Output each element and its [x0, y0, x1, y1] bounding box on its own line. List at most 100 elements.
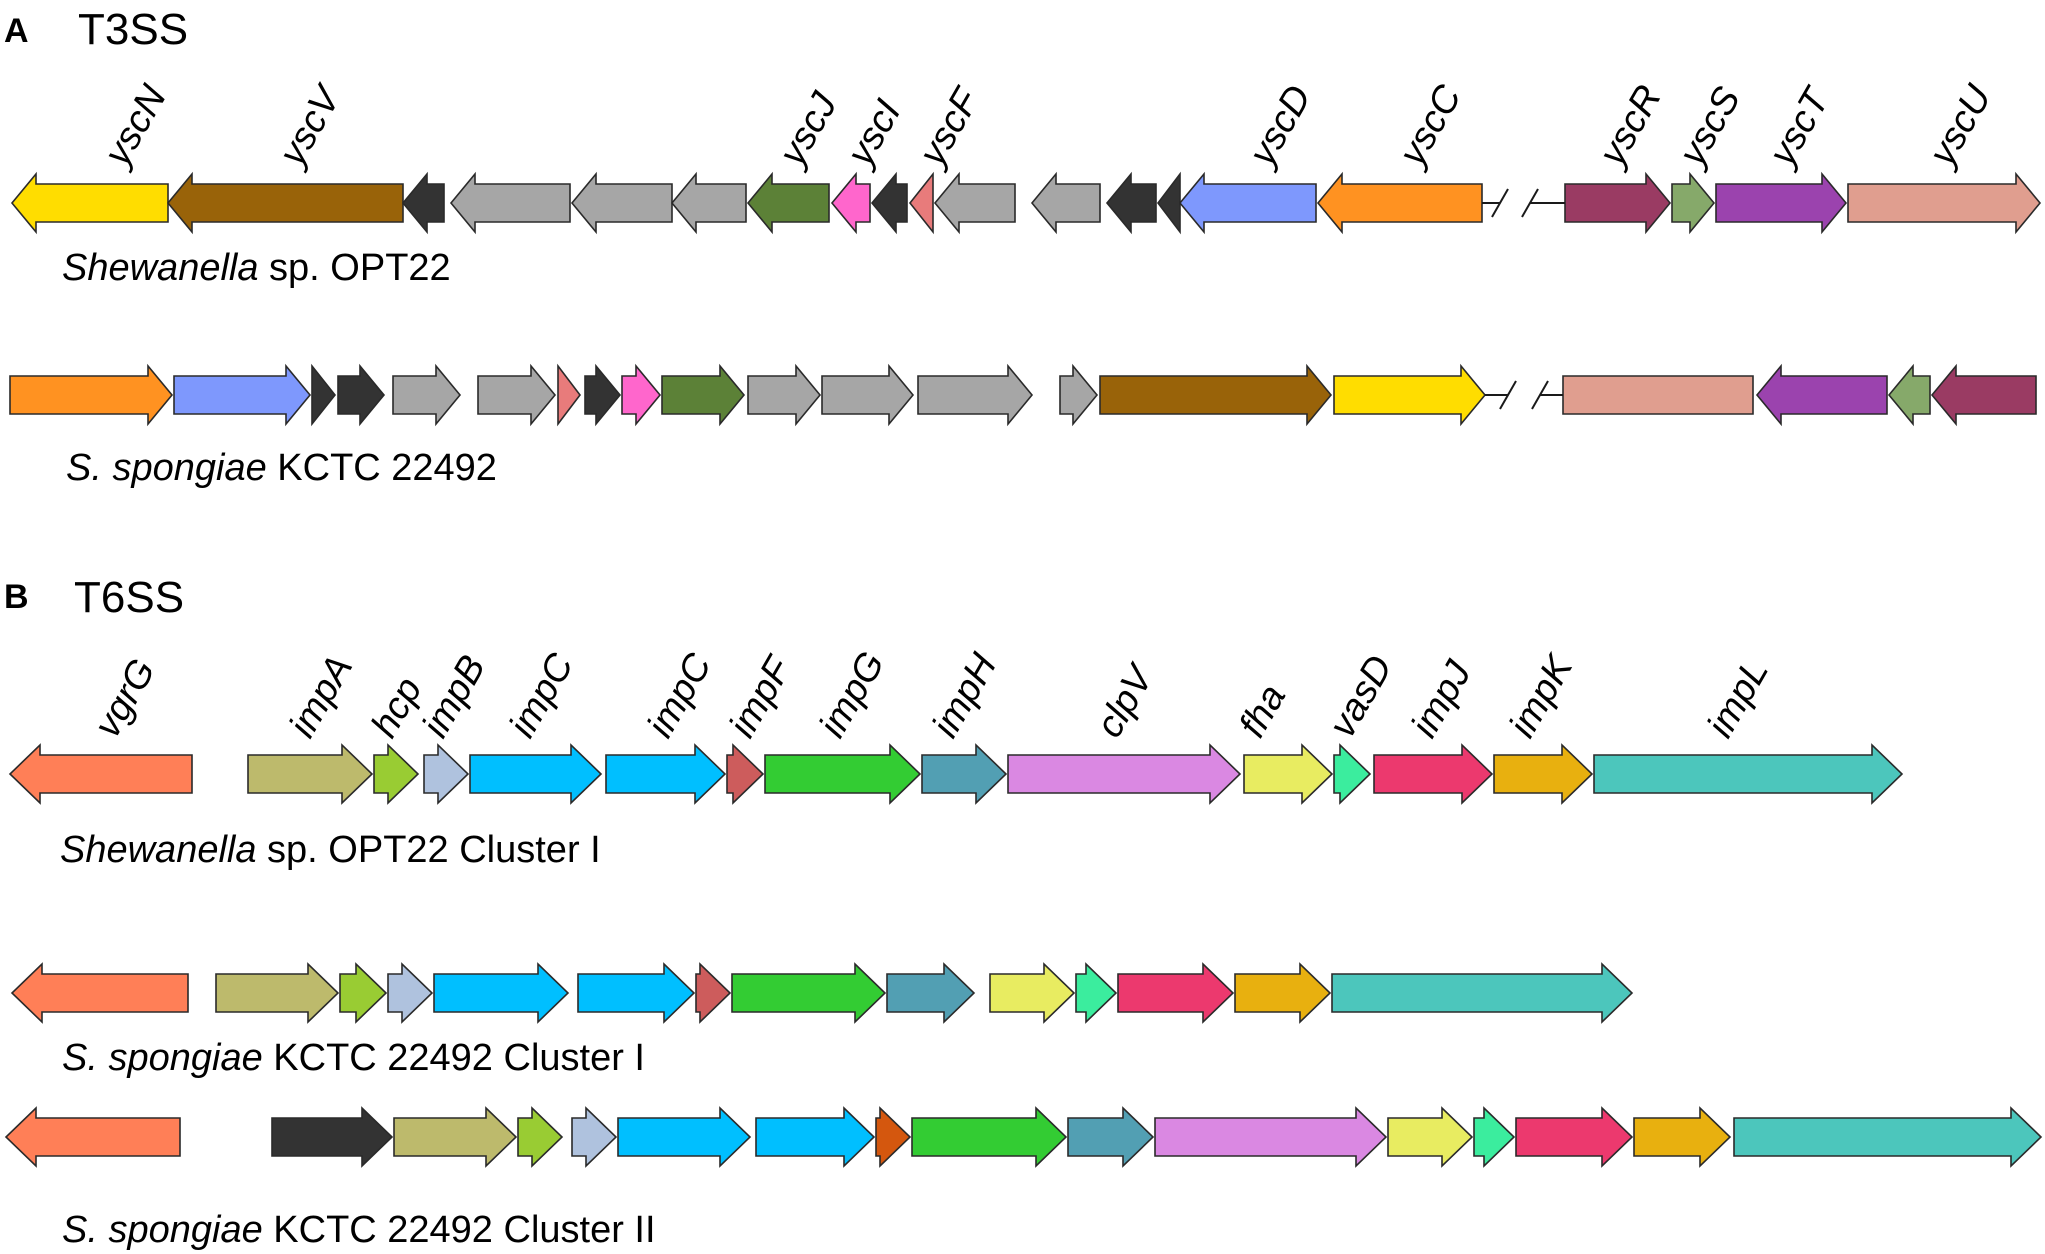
- t6-track1-gene-impG-8: [764, 743, 922, 805]
- gene-label-yscT: yscT: [1760, 80, 1839, 175]
- gene-label-yscI: yscI: [838, 93, 910, 175]
- t3-track1-gene-yscJ-7: [746, 171, 830, 235]
- gene-label-yscN: yscN: [95, 78, 175, 175]
- gene-label-hcp: hcp: [363, 670, 430, 744]
- track-label-t3-opt22: Shewanella sp. OPT22: [62, 247, 451, 289]
- gene-label-yscF: yscF: [910, 80, 989, 175]
- t3-track1-gene-grey-5: [570, 171, 673, 235]
- t6-track3-gene-impC-6: [617, 1106, 752, 1168]
- t3-track2-gene-yscD-2: [173, 363, 312, 427]
- t3-track1-gene-grey-6: [670, 171, 747, 235]
- track-label-t6-spongiae-c2-species: S. spongiae: [62, 1209, 263, 1251]
- track-label-t3-opt22-species: Shewanella: [62, 247, 258, 289]
- t3-track1-gene-grey-11: [933, 171, 1016, 235]
- t6-track1-gene-vasD-12: [1333, 743, 1372, 805]
- t6-track2-gene-impL-14: [1331, 962, 1634, 1024]
- t6-track1-gene-impA-2: [247, 743, 374, 805]
- t6-track1-gene-impF-7: [726, 743, 765, 805]
- t6-track2-gene-hcp-3: [339, 962, 388, 1024]
- t6-track3-gene-clpV-11: [1154, 1106, 1388, 1168]
- track-label-t3-spongiae: S. spongiae KCTC 22492: [66, 447, 497, 489]
- t3-track1-gene-yscF-10: [908, 171, 934, 235]
- t6-track3-gene-impK-15: [1633, 1106, 1732, 1168]
- t3-track2-gene-yscN-16: [1333, 363, 1487, 427]
- t3-track1-gene-yscI-8: [830, 171, 871, 235]
- track-label-t6-spongiae-c1-rest: KCTC 22492 Cluster I: [263, 1037, 645, 1079]
- t3-track2-gene-grey-11: [747, 363, 822, 427]
- t6-track1-gene-impB-4: [423, 743, 470, 805]
- panel-b-title: T6SS: [74, 573, 184, 622]
- t6-track2-gene-impK-13: [1234, 962, 1332, 1024]
- t3-track2-gene-yscR-20: [1930, 363, 2037, 427]
- t6ss-gene-labels: vgrG impA hcp impB impC impC impF impG i…: [86, 645, 1777, 745]
- t3-track1-gene-yscD-15: [1178, 171, 1317, 235]
- t6-track1-gene-impJ-13: [1373, 743, 1494, 805]
- gene-label-impA: impA: [281, 649, 361, 745]
- t6-track1-gene-vgrG-1: [8, 743, 193, 805]
- t3-track2-break-mark-2: [1531, 380, 1549, 410]
- t6-track3-gene-impG-9: [911, 1106, 1068, 1168]
- t6-track2-gene-impG-8: [731, 962, 887, 1024]
- track-label-t3-spongiae-species: S. spongiae: [66, 447, 267, 489]
- gene-label-yscC: yscC: [1390, 78, 1470, 175]
- gene-label-yscR: yscR: [1590, 78, 1670, 175]
- t6-track1-gene-fha-11: [1243, 743, 1334, 805]
- t6-track1-gene-clpV-10: [1007, 743, 1242, 805]
- t3-track2-gene-yscC-1: [9, 363, 174, 427]
- t6-track3-gene-hcp-4: [517, 1106, 564, 1168]
- t3-track2-gene-yscS-19: [1887, 363, 1931, 427]
- t6-track3-gene-impH-10: [1067, 1106, 1155, 1168]
- t6-track3-gene-impL-16: [1733, 1106, 2043, 1168]
- gene-label-vasD: vasD: [1321, 649, 1401, 745]
- gene-label-clpV: clpV: [1088, 656, 1163, 744]
- t3-track2-gene-yscF-7: [557, 363, 582, 427]
- t3-track2-gene-grey-12: [821, 363, 915, 427]
- t3ss-track-shewanella-opt22: [10, 171, 2042, 235]
- t3-track1-gene-dark-13: [1105, 171, 1157, 235]
- t3-track2-gene-yscT-18: [1755, 363, 1888, 427]
- t6-track3-gene-vgrG-1: [4, 1106, 181, 1168]
- track-label-t6-opt22-rest: sp. OPT22 Cluster I: [256, 829, 600, 871]
- t6-track2-gene-impC-6: [577, 962, 696, 1024]
- t3-track1-gene-yscS-18: [1671, 171, 1716, 235]
- t6-track3-gene-impB-5: [571, 1106, 618, 1168]
- t3ss-track-s-spongiae: [9, 363, 2037, 427]
- t6-track3-gene-fha-12: [1387, 1106, 1474, 1168]
- track-label-t6-spongiae-c1: S. spongiae KCTC 22492 Cluster I: [62, 1037, 645, 1079]
- t3-track2-gene-dark-4: [337, 363, 386, 427]
- t6-track1-gene-impC-5: [469, 743, 603, 805]
- t3-track2-gene-grey-5: [392, 363, 462, 427]
- t6-track1-gene-impK-14: [1493, 743, 1594, 805]
- t6-track1-gene-impC-6: [605, 743, 727, 805]
- t6-track3-gene-impC-7: [755, 1106, 876, 1168]
- t3-track1-gene-yscC-16: [1316, 171, 1483, 235]
- gene-label-impK: impK: [1501, 647, 1581, 744]
- t6-track1-gene-impH-9: [921, 743, 1008, 805]
- t3-track1-gene-yscT-19: [1715, 171, 1848, 235]
- t6-track2-gene-vgrG-1: [10, 962, 189, 1024]
- track-label-t3-spongiae-rest: KCTC 22492: [267, 447, 497, 489]
- track-label-t6-spongiae-c1-species: S. spongiae: [62, 1037, 263, 1079]
- t3-track2-gene-grey-6: [477, 363, 557, 427]
- t3-track1-gene-dark-14: [1156, 171, 1181, 235]
- t3-track1-gene-dark-9: [870, 171, 908, 235]
- gene-label-yscJ: yscJ: [770, 85, 846, 175]
- t3-track2-gene-yscJ-10: [661, 363, 746, 427]
- panel-a-letter: A: [4, 12, 29, 50]
- panel-a-title: T3SS: [78, 5, 188, 54]
- gene-label-yscS: yscS: [1670, 80, 1749, 175]
- gene-label-impC-2: impC: [639, 646, 720, 744]
- t6-track2-gene-impC-5: [433, 962, 570, 1024]
- t3-track1-break-mark-1: [1491, 188, 1509, 218]
- t6-track3-gene-impJ-14: [1515, 1106, 1634, 1168]
- t6-track2-gene-impA-2: [215, 962, 340, 1024]
- track-label-t6-opt22: Shewanella sp. OPT22 Cluster I: [60, 829, 601, 871]
- t3-track1-gene-yscR-17: [1564, 171, 1672, 235]
- track-label-t6-spongiae-c2: S. spongiae KCTC 22492 Cluster II: [62, 1209, 656, 1251]
- t3-track2-break-mark-1: [1499, 380, 1517, 410]
- t6ss-track-spongiae-cluster-ii: [4, 1106, 2043, 1168]
- t3-track1-gene-yscV-2: [166, 171, 404, 235]
- t6ss-track-spongiae-cluster-i: [10, 962, 1634, 1024]
- t3-track2-gene-dark-8: [584, 363, 622, 427]
